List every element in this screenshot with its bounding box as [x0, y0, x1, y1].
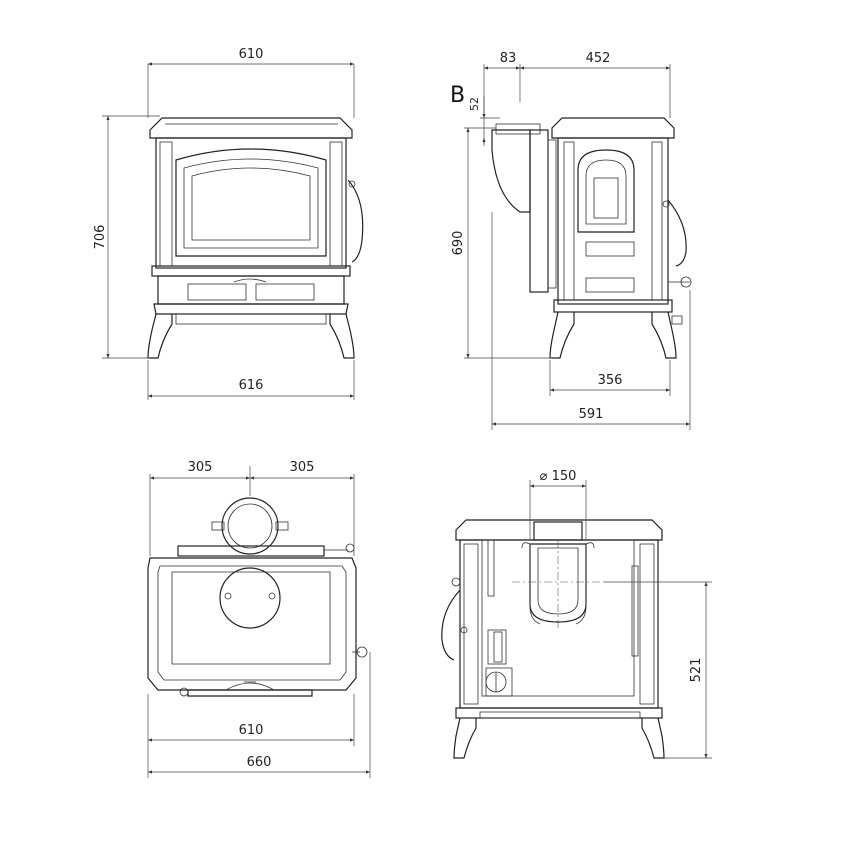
top-overall-width: 660 — [247, 755, 272, 770]
front-view — [147, 117, 364, 359]
side-depth: 452 — [586, 51, 611, 66]
front-dimensions: 610 616 706 — [93, 47, 355, 400]
top-view — [147, 497, 368, 697]
side-flue-height: 690 — [451, 231, 466, 256]
side-total-depth: 591 — [579, 407, 604, 422]
view-label-b: B — [450, 83, 465, 108]
front-top-width: 610 — [239, 47, 264, 62]
side-feet-span: 356 — [598, 373, 623, 388]
top-half-left: 305 — [188, 460, 213, 475]
top-dimensions: 305 305 610 660 — [147, 460, 371, 778]
front-height: 706 — [93, 225, 108, 250]
front-bottom-width: 616 — [239, 378, 264, 393]
side-flue-drop: 52 — [468, 97, 481, 111]
rear-outlet-height: 521 — [689, 658, 704, 683]
side-offset: 83 — [500, 51, 517, 66]
top-half-right: 305 — [290, 460, 315, 475]
side-view: B — [450, 83, 692, 359]
rear-view — [441, 519, 665, 759]
rear-dimensions: ⌀ 150 521 — [529, 469, 712, 759]
side-dimensions: 83 452 52 690 356 591 — [451, 51, 691, 430]
top-inner-width: 610 — [239, 723, 264, 738]
rear-flue-diameter: ⌀ 150 — [540, 469, 577, 484]
